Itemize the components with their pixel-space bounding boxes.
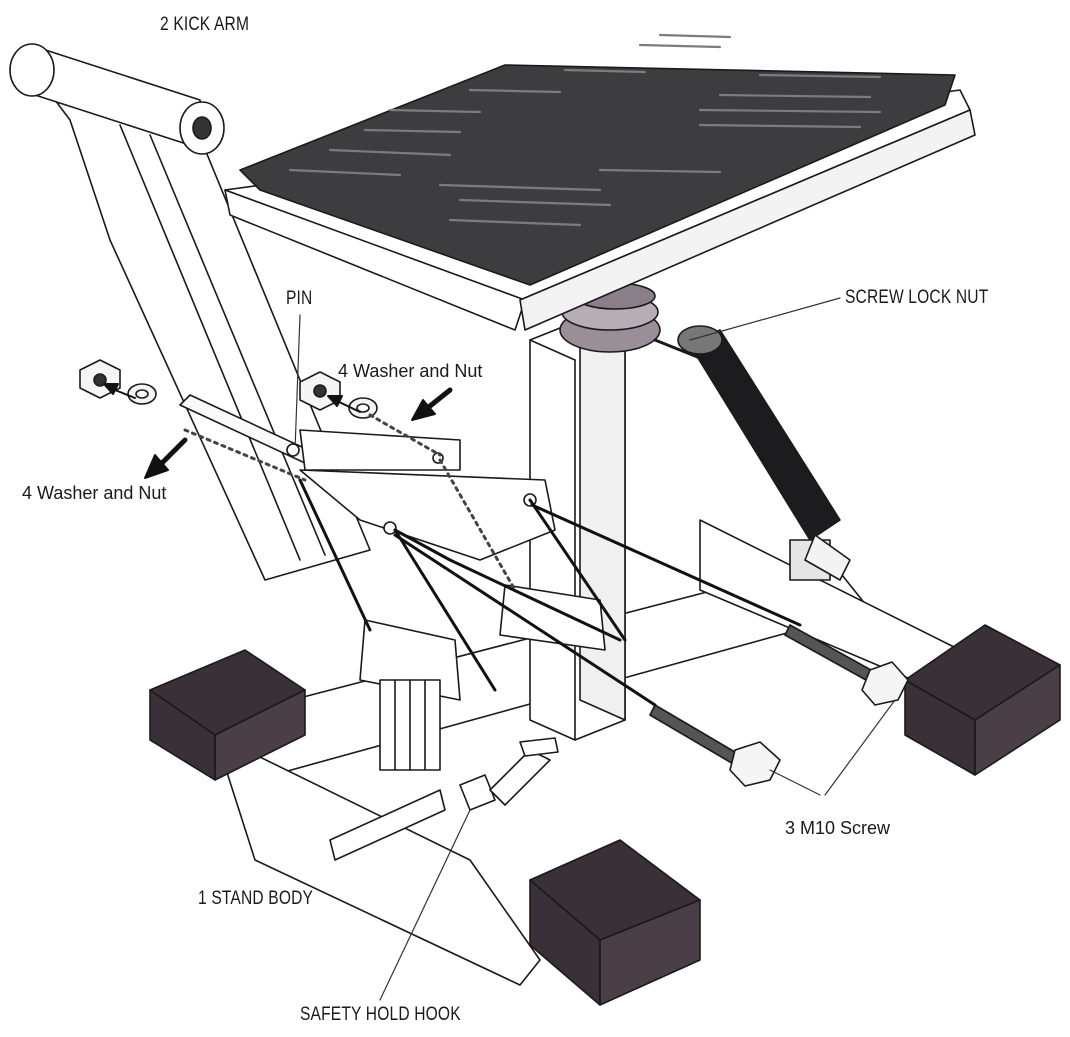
shock-absorber — [677, 325, 851, 581]
label-stand-body: 1 STAND BODY — [198, 888, 314, 909]
label-screw-lock-nut: SCREW LOCK NUT — [845, 287, 989, 308]
platform — [224, 33, 976, 331]
label-kick-arm: 2 KICK ARM — [160, 14, 250, 35]
label-safety-hold-hook: SAFETY HOLD HOOK — [300, 1004, 461, 1025]
label-m10-screw: 3 M10 Screw — [785, 818, 891, 838]
kick-arm — [9, 43, 371, 581]
nut-left — [79, 359, 157, 405]
foot-pad-front-right — [529, 839, 701, 1006]
m10-screw-front — [649, 704, 781, 787]
label-pin: PIN — [286, 288, 313, 309]
foot-pad-front-left — [149, 649, 306, 781]
linkage-plate — [299, 429, 606, 771]
foot-pad-rear — [904, 624, 1061, 776]
m10-screw-rear — [784, 624, 909, 706]
label-washer-nut-top: 4 Washer and Nut — [338, 361, 483, 381]
label-washer-nut-left: 4 Washer and Nut — [22, 483, 167, 503]
safety-hook — [459, 737, 559, 811]
